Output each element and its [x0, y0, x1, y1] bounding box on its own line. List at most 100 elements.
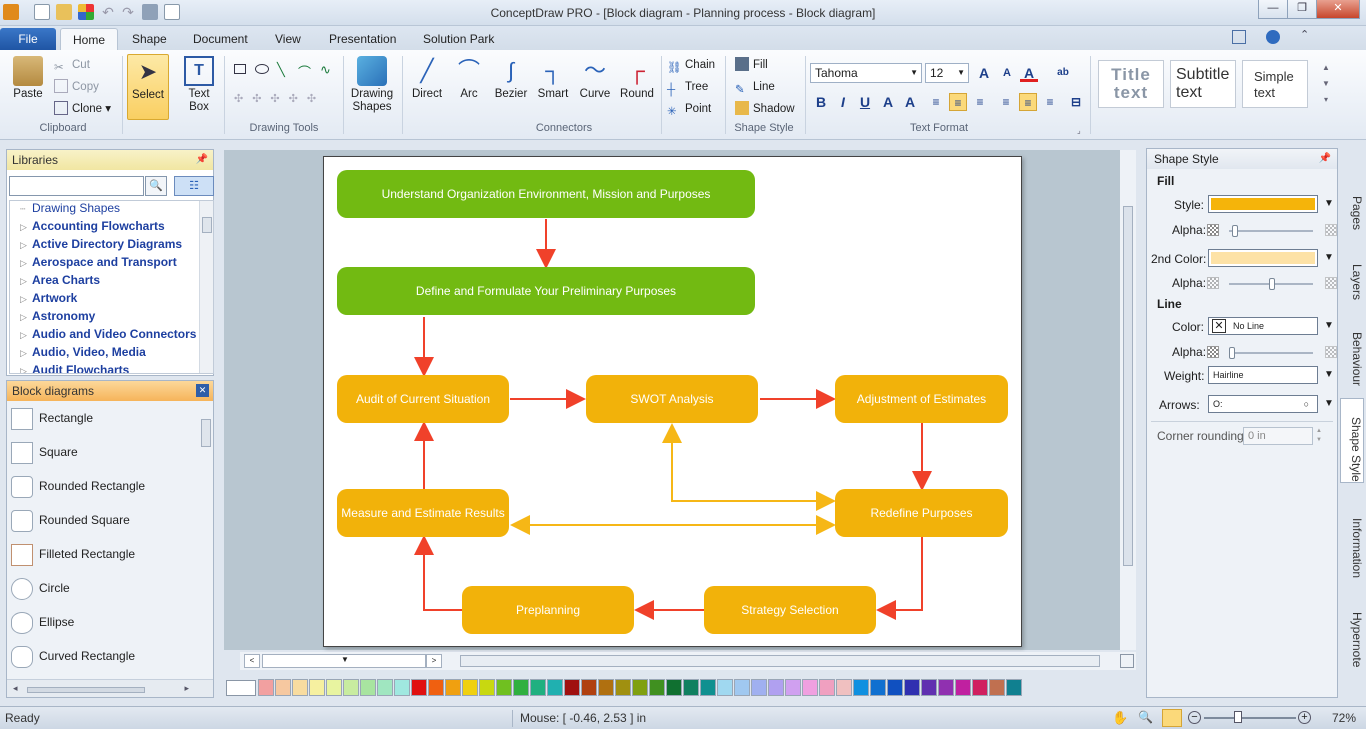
list-item[interactable]: ┄Drawing Shapes: [20, 199, 120, 217]
list-item[interactable]: ▷Audit Flowcharts: [20, 361, 129, 373]
chevron-down-icon[interactable]: ▼: [1324, 369, 1334, 380]
text-styles-scroll[interactable]: ▲▼▾: [1322, 63, 1330, 104]
help-icon[interactable]: [1266, 30, 1280, 44]
tab-presentation[interactable]: Presentation: [329, 32, 397, 46]
zoom-out-icon[interactable]: −: [1188, 711, 1201, 724]
diagram-node[interactable]: Adjustment of Estimates: [835, 375, 1008, 423]
shape-item-filleted-rectangle[interactable]: Filleted Rectangle: [11, 540, 135, 568]
shape-item-curved-rectangle[interactable]: Curved Rectangle: [11, 642, 135, 670]
list-item[interactable]: ▷Accounting Flowcharts: [20, 217, 165, 235]
palette-swatch[interactable]: [785, 679, 801, 696]
solution-park-icon[interactable]: [78, 4, 94, 20]
smart-connector-button[interactable]: ┐ Smart: [534, 56, 572, 100]
library-search-input[interactable]: [9, 176, 144, 196]
diagram-node[interactable]: Understand Organization Environment, Mis…: [337, 170, 755, 218]
palette-swatch[interactable]: [445, 679, 461, 696]
palette-swatch[interactable]: [887, 679, 903, 696]
copy-button[interactable]: Copy: [54, 78, 99, 96]
text-case-icon[interactable]: ab: [1057, 67, 1069, 78]
palette-swatch[interactable]: [411, 679, 427, 696]
palette-swatch[interactable]: [904, 679, 920, 696]
shadow-button[interactable]: Shadow: [735, 100, 795, 118]
palette-menu-icon[interactable]: [226, 680, 256, 696]
bold-icon[interactable]: B: [815, 94, 827, 110]
palette-swatch[interactable]: [1006, 679, 1022, 696]
undo-icon[interactable]: ↶: [102, 4, 114, 20]
palette-swatch[interactable]: [530, 679, 546, 696]
ellipse-tool-icon[interactable]: [255, 64, 269, 74]
palette-swatch[interactable]: [598, 679, 614, 696]
align-center-icon[interactable]: ≡: [949, 93, 967, 111]
freehand-tool-icon[interactable]: ∿: [320, 62, 331, 77]
fill-alpha-slider[interactable]: [1229, 230, 1313, 232]
text-options-icon[interactable]: ⊟: [1070, 95, 1082, 109]
palette-swatch[interactable]: [258, 679, 274, 696]
chevron-down-icon[interactable]: ▼: [1324, 198, 1334, 209]
open-folder-icon[interactable]: [56, 4, 72, 20]
diagram-node[interactable]: Measure and Estimate Results: [337, 489, 509, 537]
side-tab-layers[interactable]: Layers: [1350, 264, 1364, 301]
palette-swatch[interactable]: [836, 679, 852, 696]
slider-knob[interactable]: [1229, 347, 1235, 359]
palette-swatch[interactable]: [666, 679, 682, 696]
text-format-launcher-icon[interactable]: ⌟: [1077, 126, 1081, 135]
scroll-thumb[interactable]: [202, 217, 212, 233]
drawing-shapes-button[interactable]: Drawing Shapes: [348, 56, 396, 114]
palette-swatch[interactable]: [700, 679, 716, 696]
palette-swatch[interactable]: [751, 679, 767, 696]
palette-swatch[interactable]: [275, 679, 291, 696]
tab-file[interactable]: File: [0, 28, 56, 50]
palette-swatch[interactable]: [853, 679, 869, 696]
palette-swatch[interactable]: [513, 679, 529, 696]
font-family-select[interactable]: Tahoma▼: [810, 63, 922, 83]
line-button[interactable]: ✎Line: [735, 78, 775, 96]
palette-swatch[interactable]: [479, 679, 495, 696]
cut-button[interactable]: ✂Cut: [54, 56, 90, 74]
pin-icon[interactable]: 📌: [195, 154, 208, 165]
grow-font-icon[interactable]: A: [978, 65, 990, 81]
text-box-button[interactable]: T Text Box: [180, 56, 218, 114]
tab-home[interactable]: Home: [60, 28, 119, 50]
palette-swatch[interactable]: [309, 679, 325, 696]
shape-item-ellipse[interactable]: Ellipse: [11, 608, 74, 636]
second-color-select[interactable]: [1208, 249, 1318, 267]
point-button[interactable]: ✳Point: [667, 100, 711, 118]
list-item[interactable]: ▷Active Directory Diagrams: [20, 235, 182, 253]
tab-view[interactable]: View: [275, 32, 301, 46]
diagram-node[interactable]: Define and Formulate Your Preliminary Pu…: [337, 267, 755, 315]
superscript-icon[interactable]: A: [882, 94, 894, 110]
select-button[interactable]: ➤ Select: [127, 54, 169, 120]
chevron-down-icon[interactable]: ▼: [1324, 252, 1334, 263]
align-top-icon[interactable]: ≡: [1002, 95, 1010, 109]
library-view-icon[interactable]: ☷: [174, 176, 214, 196]
font-size-select[interactable]: 12▼: [925, 63, 969, 83]
chevron-down-icon[interactable]: ▼: [1324, 398, 1334, 409]
font-color-icon[interactable]: A: [1020, 64, 1038, 82]
side-tab-pages[interactable]: Pages: [1350, 196, 1364, 231]
list-item[interactable]: ▷Aerospace and Transport: [20, 253, 177, 271]
italic-icon[interactable]: I: [841, 94, 845, 110]
direct-connector-button[interactable]: ╱ Direct: [408, 56, 446, 100]
curve-connector-button[interactable]: 〜 Curve: [576, 56, 614, 100]
line-color-select[interactable]: ✕No Line: [1208, 317, 1318, 335]
shapes-hscroll[interactable]: ◂▸: [7, 679, 213, 697]
fit-page-icon[interactable]: [1120, 654, 1134, 668]
chain-button[interactable]: ⛓Chain: [667, 56, 715, 74]
palette-swatch[interactable]: [632, 679, 648, 696]
print-preview-icon[interactable]: [164, 4, 180, 20]
tab-shape[interactable]: Shape: [132, 32, 167, 46]
diagram-node[interactable]: Audit of Current Situation: [337, 375, 509, 423]
align-middle-icon[interactable]: ≡: [1019, 93, 1037, 111]
subscript-icon[interactable]: A: [904, 94, 916, 110]
zoom-in-icon[interactable]: +: [1298, 711, 1311, 724]
close-button[interactable]: ✕: [1316, 0, 1360, 19]
next-page-button[interactable]: >: [426, 654, 442, 668]
slider-knob[interactable]: [1232, 225, 1238, 237]
scroll-thumb[interactable]: [1123, 206, 1133, 566]
arrows-select[interactable]: O:○: [1208, 395, 1318, 413]
arc-connector-button[interactable]: ⌒ Arc: [452, 56, 486, 100]
palette-swatch[interactable]: [938, 679, 954, 696]
fill-button[interactable]: Fill: [735, 56, 768, 74]
palette-swatch[interactable]: [343, 679, 359, 696]
maximize-button[interactable]: ❐: [1287, 0, 1317, 19]
